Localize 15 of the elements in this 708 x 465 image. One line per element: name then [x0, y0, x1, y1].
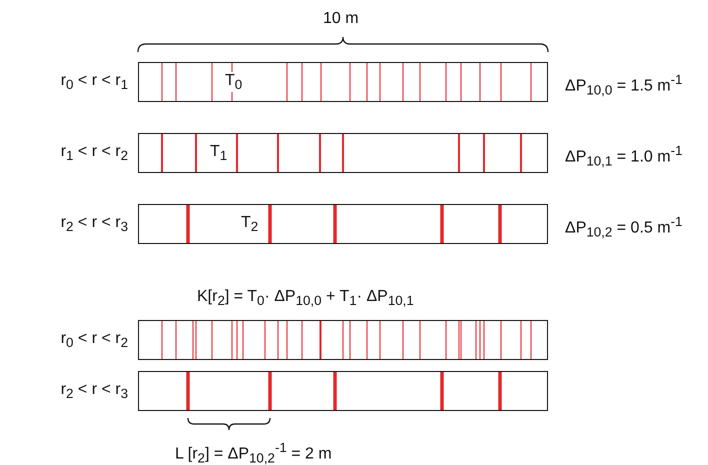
bar — [138, 133, 548, 173]
range-label: r$_{2}$ < r < r$_{3}$ — [60, 381, 128, 402]
range-label: r$_{0}$ < r < r$_{2}$ — [60, 330, 128, 350]
bar — [138, 371, 548, 411]
density-label: ΔP$_{10,0}$ = 1.5 m$^{-1}$ — [565, 72, 682, 98]
bar-label: T$_{0}$ — [223, 72, 244, 92]
range-label: r$_{2}$ < r < r$_{3}$ — [60, 214, 128, 234]
density-label: ΔP$_{10,2}$ = 0.5 m$^{-1}$ — [565, 214, 682, 240]
range-label: r$_{0}$ < r < r$_{1}$ — [60, 72, 128, 92]
density-label: ΔP$_{10,1}$ = 1.0 m$^{-1}$ — [565, 143, 682, 169]
range-label: r$_{1}$ < r < r$_{2}$ — [60, 143, 128, 164]
formula-text: K[r$_{2}$] = T$_{0}$· ΔP$_{10,0}$ + T$_{1}$· ΔP$_{10,1}$ — [197, 288, 414, 308]
formula-text: L [r$_{2}$] = ΔP$_{10,2}$$^{-1}$ = 2 m — [175, 440, 332, 465]
dimension-label: 10 m — [323, 10, 359, 28]
bar — [138, 204, 548, 244]
